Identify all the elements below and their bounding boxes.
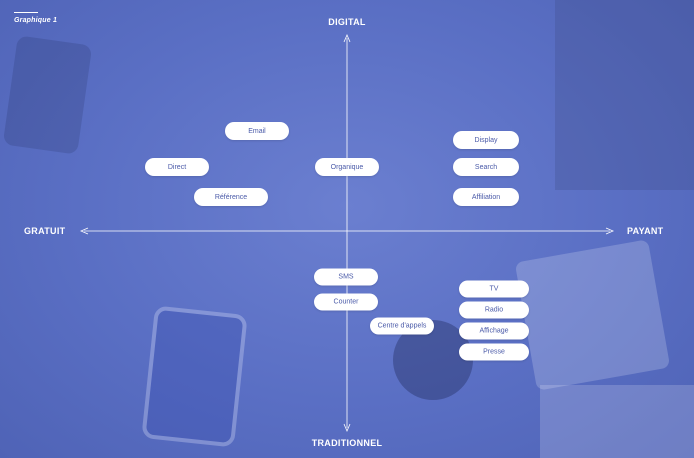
- channel-sms: SMS: [314, 268, 378, 286]
- channel-email: Email: [225, 122, 289, 140]
- figure-caption: Graphique 1: [14, 17, 58, 24]
- arrow-down-icon: [343, 423, 351, 433]
- axis-label-payant: PAYANT: [627, 226, 664, 236]
- channel-presse: Presse: [459, 343, 529, 361]
- axis-label-digital: DIGITAL: [328, 17, 366, 27]
- background-paper: [555, 0, 694, 190]
- caption-rule: [14, 12, 38, 13]
- channel-search: Search: [453, 158, 519, 176]
- axis-label-traditionnel: TRADITIONNEL: [311, 438, 383, 448]
- arrow-left-icon: [79, 227, 89, 235]
- arrow-up-icon: [343, 33, 351, 43]
- arrow-right-icon: [605, 227, 615, 235]
- channel-counter: Counter: [314, 293, 378, 311]
- channel-centre-appels: Centre d'appels: [370, 317, 434, 335]
- axis-label-gratuit: GRATUIT: [24, 226, 66, 236]
- channel-affiliation: Affiliation: [453, 188, 519, 206]
- channel-direct: Direct: [145, 158, 209, 176]
- channel-radio: Radio: [459, 301, 529, 319]
- background-newspaper: [540, 385, 694, 458]
- channel-affichage: Affichage: [459, 322, 529, 340]
- channel-tv: TV: [459, 280, 529, 298]
- channel-display: Display: [453, 131, 519, 149]
- channel-reference: Référence: [194, 188, 268, 206]
- channel-organique: Organique: [315, 158, 379, 176]
